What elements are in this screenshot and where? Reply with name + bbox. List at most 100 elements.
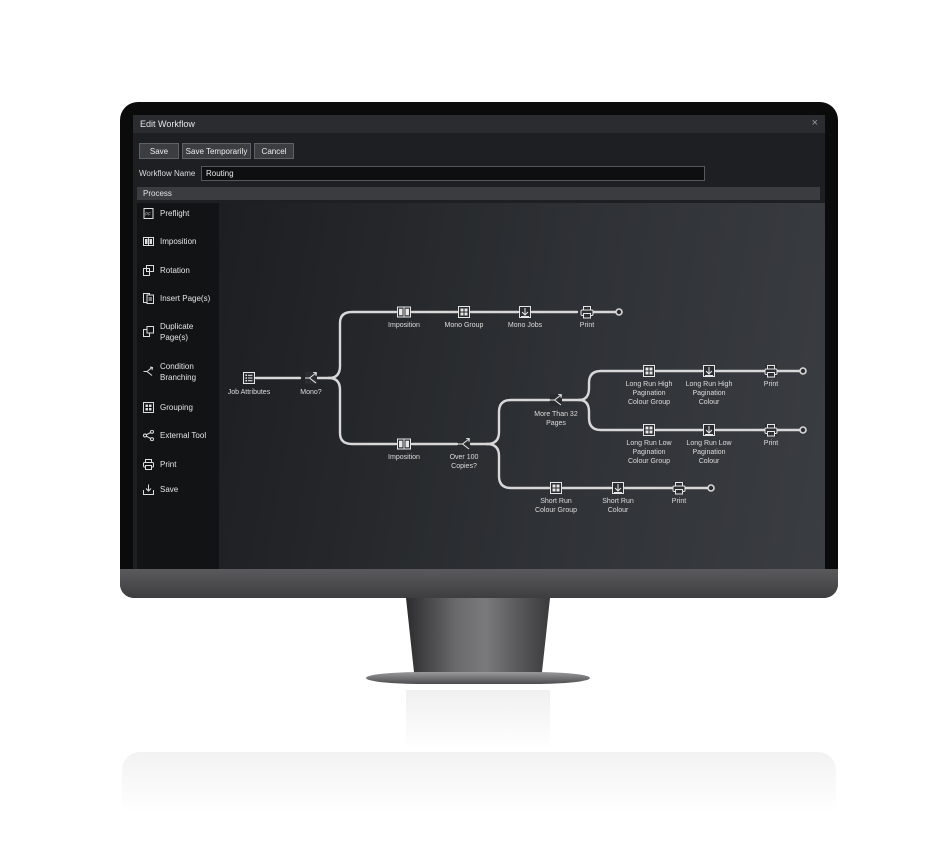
save-icon [703, 424, 715, 436]
node-mono-group[interactable]: Mono Group [445, 306, 484, 330]
node-label: Print [672, 498, 686, 505]
external-tool-icon [143, 430, 154, 441]
sidebar-item-label-line1: Duplicate [160, 322, 194, 331]
sidebar-item-label-line2: Branching [160, 373, 197, 382]
job-attributes-icon [243, 372, 255, 384]
monitor-reflection [122, 752, 836, 812]
monitor-chin [120, 569, 838, 598]
node-label-line1: Long Run Low [686, 440, 732, 447]
node-label: Print [580, 322, 594, 329]
workflow-canvas[interactable]: Job Attributes Mono? Imposition Mono Gro… [219, 203, 825, 569]
node-mono-jobs[interactable]: Mono Jobs [508, 306, 543, 330]
close-icon[interactable]: × [811, 117, 818, 129]
stand-reflection [406, 690, 550, 750]
node-label: Mono? [300, 389, 322, 396]
node-label-line3: Colour [699, 399, 720, 406]
process-header: Process [137, 187, 820, 200]
node-label-line1: Long Run High [686, 381, 733, 388]
cancel-button[interactable]: Cancel [254, 143, 294, 159]
node-more-than-32-pages[interactable]: More Than 32 Pages [534, 393, 578, 427]
svg-text:PF: PF [145, 212, 151, 217]
node-label-line3: Colour [699, 458, 720, 465]
condition-branching-icon [457, 437, 471, 451]
sidebar-item-label: Print [160, 460, 177, 469]
node-label: Imposition [388, 322, 420, 329]
node-label: Imposition [388, 454, 420, 461]
sidebar-item-save[interactable]: Save [137, 482, 219, 498]
sidebar-item-insert-pages[interactable]: Insert Page(s) [137, 291, 219, 307]
edit-workflow-window: Edit Workflow × Save Save Temporarily Ca… [133, 115, 825, 569]
node-label: Mono Jobs [508, 322, 543, 329]
node-label-line2: Pagination [632, 390, 665, 397]
sidebar-item-imposition[interactable]: Imposition [137, 234, 219, 250]
grouping-icon [458, 306, 470, 318]
node-short-run-colour[interactable]: Short Run Colour [602, 482, 634, 515]
node-job-attributes[interactable]: Job Attributes [228, 372, 271, 397]
node-mono-condition[interactable]: Mono? [300, 371, 322, 396]
sidebar-item-preflight[interactable]: PF Preflight [137, 206, 219, 222]
node-label-line1: Over 100 [450, 454, 479, 461]
sidebar-item-label: Insert Page(s) [160, 294, 211, 303]
sidebar-item-grouping[interactable]: Grouping [137, 400, 219, 416]
sidebar-item-label: Rotation [160, 266, 190, 275]
print-icon [580, 305, 594, 319]
insert-pages-icon [143, 293, 154, 304]
node-label-line2: Pagination [692, 449, 725, 456]
node-label-line1: Long Run High [626, 381, 673, 388]
monitor-stand-neck [406, 598, 550, 678]
node-long-run-high-colour-group[interactable]: Long Run High Pagination Colour Group [626, 365, 673, 407]
sidebar-item-label-line2: Page(s) [160, 333, 189, 342]
node-short-run-print[interactable]: Print [672, 481, 686, 505]
workflow-name-input[interactable] [201, 166, 705, 181]
condition-branching-icon [143, 366, 154, 376]
node-long-run-high-colour[interactable]: Long Run High Pagination Colour [686, 365, 733, 407]
node-label: Print [764, 440, 778, 447]
condition-branching-icon [304, 371, 318, 385]
sidebar-item-print[interactable]: Print [137, 457, 219, 473]
sidebar-item-condition-branching[interactable]: Condition Branching [137, 360, 219, 384]
title-bar: Edit Workflow × [133, 115, 825, 133]
node-label-line2: Pages [546, 420, 566, 427]
node-label-line1: Short Run [602, 498, 634, 505]
sidebar-item-label-line1: Condition [160, 362, 194, 371]
node-top-print[interactable]: Print [580, 305, 594, 329]
sidebar-item-duplicate-pages[interactable]: Duplicate Page(s) [137, 320, 219, 344]
workflow-name-label: Workflow Name [139, 169, 196, 178]
node-label-line2: Copies? [451, 463, 477, 470]
node-short-run-colour-group[interactable]: Short Run Colour Group [535, 482, 577, 515]
sidebar-item-rotation[interactable]: Rotation [137, 263, 219, 279]
node-label-line1: More Than 32 [534, 411, 578, 418]
rotation-icon [143, 265, 154, 276]
print-icon [764, 423, 778, 437]
imposition-icon [397, 306, 411, 318]
sidebar-item-external-tool[interactable]: External Tool [137, 428, 219, 444]
node-label-line2: Pagination [632, 449, 665, 456]
save-button[interactable]: Save [139, 143, 179, 159]
node-label: Mono Group [445, 322, 484, 329]
condition-branching-icon [549, 393, 563, 407]
window-title: Edit Workflow [140, 119, 195, 129]
node-long-run-high-print[interactable]: Print [764, 364, 778, 388]
grouping-icon [143, 402, 154, 413]
sidebar-item-label: Preflight [160, 209, 190, 218]
print-icon [764, 364, 778, 378]
node-bottom-imposition[interactable]: Imposition [388, 438, 420, 461]
save-temporarily-button[interactable]: Save Temporarily [182, 143, 251, 159]
node-top-imposition[interactable]: Imposition [388, 306, 420, 329]
workflow-connectors [254, 310, 802, 490]
sidebar-item-label: Imposition [160, 237, 197, 246]
save-icon [143, 484, 154, 495]
node-over-100-copies[interactable]: Over 100 Copies? [450, 437, 479, 470]
print-icon [143, 459, 154, 470]
workflow-end-points [615, 308, 807, 492]
node-long-run-low-colour[interactable]: Long Run Low Pagination Colour [686, 424, 733, 466]
node-label-line1: Short Run [540, 498, 572, 505]
node-label-line3: Colour Group [628, 458, 670, 465]
node-long-run-low-colour-group[interactable]: Long Run Low Pagination Colour Group [626, 424, 673, 466]
grouping-icon [550, 482, 562, 494]
node-long-run-low-print[interactable]: Print [764, 423, 778, 447]
sidebar-item-label: External Tool [160, 431, 207, 440]
grouping-icon [643, 365, 655, 377]
preflight-icon: PF [143, 208, 154, 219]
node-label-line2: Colour [608, 507, 629, 514]
